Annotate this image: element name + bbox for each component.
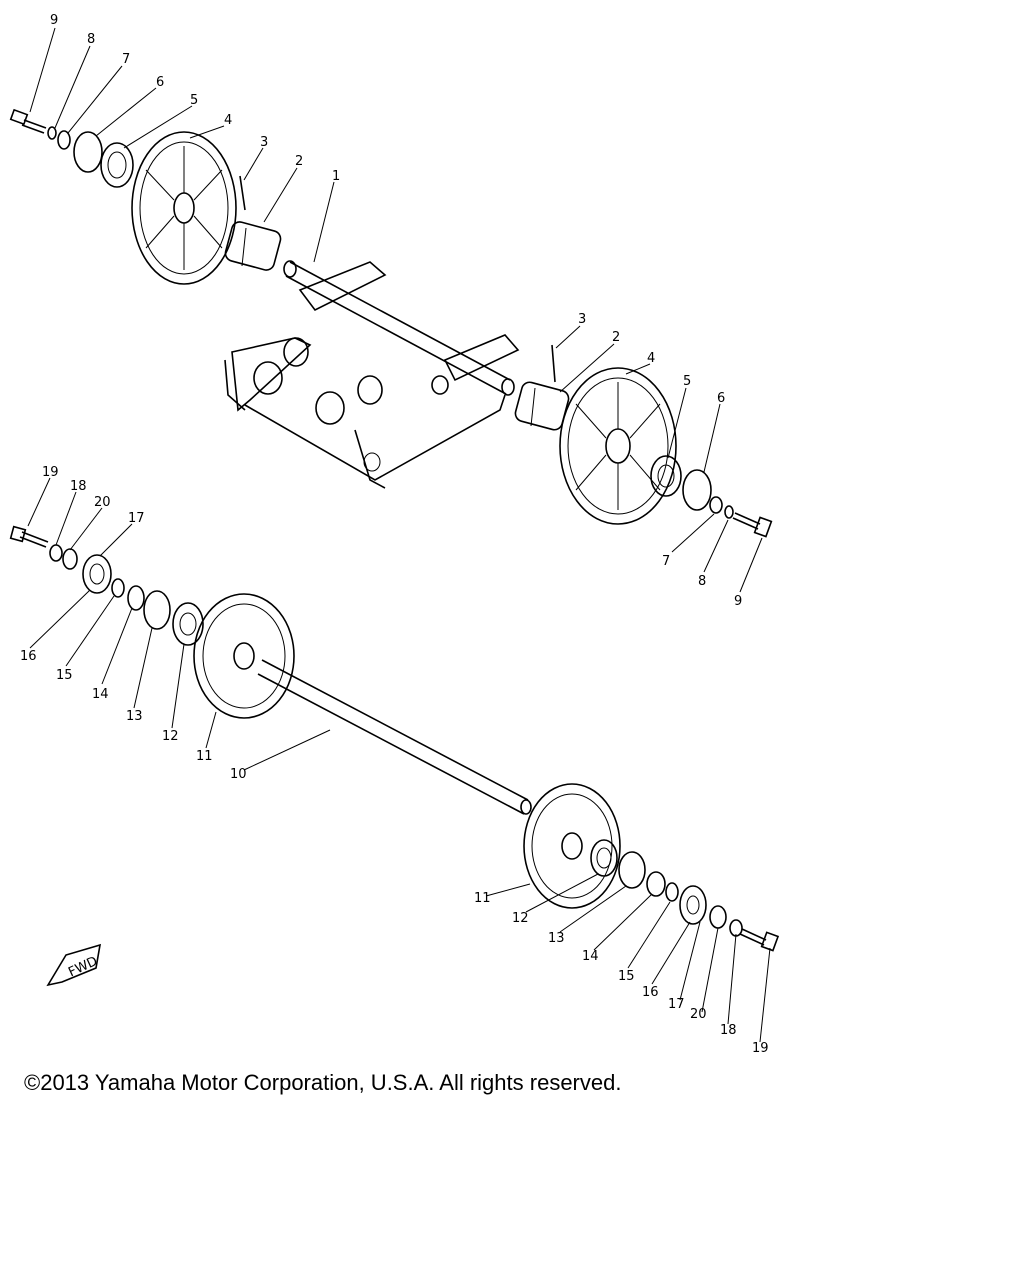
callout-2-upper-left: 2	[295, 154, 303, 169]
callout-18-lower-right: 18	[720, 1023, 737, 1038]
suspension-frame	[224, 260, 520, 489]
callout-4-upper-right: 4	[647, 351, 655, 366]
upper-right-circlip	[682, 469, 712, 511]
lower-right-circlip-a	[665, 882, 679, 902]
lower-left-bearing	[172, 602, 204, 646]
upper-right-pin	[551, 344, 556, 383]
lower-left-circlip-b	[127, 585, 145, 611]
upper-right-bearing	[650, 455, 682, 497]
upper-left-washer	[57, 130, 71, 150]
callout-18-lower-left: 18	[70, 479, 87, 494]
upper-right-bolt	[732, 512, 773, 538]
callout-19-lower-left: 19	[42, 465, 59, 480]
callout-20-lower-left: 20	[94, 495, 111, 510]
callout-1: 1	[332, 169, 340, 184]
callout-14-lower-right: 14	[582, 949, 599, 964]
callout-15-lower-left: 15	[56, 668, 73, 683]
forward-direction-marker: FWD	[46, 943, 102, 987]
callout-2-upper-right: 2	[612, 330, 620, 345]
upper-left-pin	[239, 175, 246, 211]
callout-12-lower-left: 12	[162, 729, 179, 744]
callout-6-upper-right: 6	[717, 391, 725, 406]
callout-11-lower-left: 11	[196, 749, 213, 764]
upper-left-bearing	[100, 142, 134, 188]
lower-left-cap	[82, 554, 112, 594]
callout-3-upper-right: 3	[578, 312, 586, 327]
upper-right-lock-washer	[724, 505, 734, 519]
lower-right-circlip-b	[646, 871, 666, 897]
callout-10: 10	[230, 767, 247, 782]
upper-left-lock-washer	[47, 126, 57, 140]
upper-left-bolt	[9, 108, 47, 134]
exploded-parts-diagram: FWD	[9, 13, 780, 1056]
callout-13-lower-right: 13	[548, 931, 565, 946]
callout-6-upper-left: 6	[156, 75, 164, 90]
callout-5-upper-left: 5	[190, 93, 198, 108]
lower-left-collar	[49, 544, 63, 562]
upper-left-circlip	[73, 131, 103, 173]
callout-5-upper-right: 5	[683, 374, 691, 389]
lower-left-bolt	[9, 525, 49, 548]
lower-left-wheel	[193, 593, 295, 719]
callout-8-upper-left: 8	[87, 32, 95, 47]
lower-right-ring	[618, 851, 646, 889]
rear-axle-shaft	[257, 659, 532, 815]
callout-13-lower-left: 13	[126, 709, 143, 724]
copyright-notice: ©2013 Yamaha Motor Corporation, U.S.A. A…	[24, 1070, 622, 1095]
callout-15-lower-right: 15	[618, 969, 635, 984]
lower-right-wheel	[523, 783, 621, 909]
callout-16-lower-left: 16	[20, 649, 37, 664]
lower-left-washer	[62, 548, 78, 570]
lower-right-bolt	[739, 928, 780, 952]
callout-7-upper-right: 7	[662, 554, 670, 569]
callout-11-lower-right: 11	[474, 891, 491, 906]
callout-17-lower-left: 17	[128, 511, 145, 526]
callout-9-upper-left: 9	[50, 13, 58, 28]
callout-14-lower-left: 14	[92, 687, 109, 702]
lower-left-ring	[143, 590, 171, 630]
callout-16-lower-right: 16	[642, 985, 659, 1000]
upper-left-wheel	[131, 131, 237, 285]
callout-7-upper-left: 7	[122, 52, 130, 67]
upper-right-washer	[709, 496, 723, 514]
callout-12-lower-right: 12	[512, 911, 529, 926]
forward-marker-text: FWD	[66, 954, 100, 980]
upper-right-wheel	[559, 367, 677, 525]
callout-4-upper-left: 4	[224, 113, 232, 128]
callout-3-upper-left: 3	[260, 135, 268, 150]
lower-left-circlip-a	[111, 578, 125, 598]
callout-9-upper-right: 9	[734, 594, 742, 609]
callout-20-lower-right: 20	[690, 1007, 707, 1022]
callout-8-upper-right: 8	[698, 574, 706, 589]
callout-19-lower-right: 19	[752, 1041, 769, 1056]
upper-left-collar	[224, 221, 282, 271]
lower-right-washer	[709, 905, 727, 929]
leader-lines	[27, 27, 771, 1043]
callout-17-lower-right: 17	[668, 997, 685, 1012]
lower-right-cap	[679, 885, 707, 925]
lower-right-bearing	[590, 839, 618, 877]
